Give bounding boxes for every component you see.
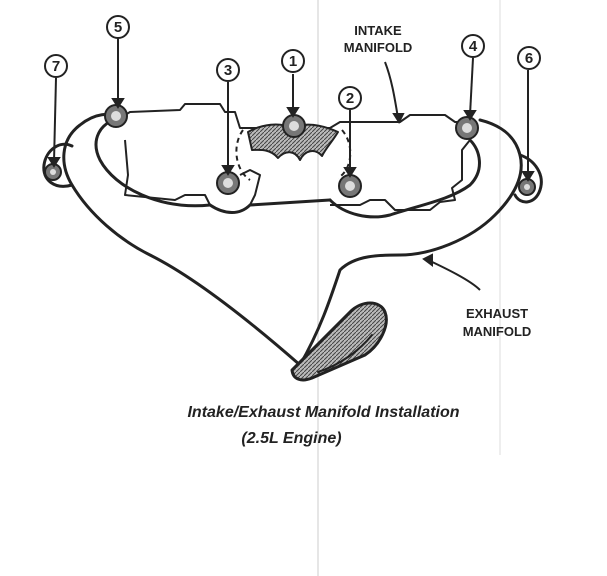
callout-3: 3 [216,58,240,82]
leader-lines [47,38,535,291]
callout-1: 1 [281,49,305,73]
intake-label-line1: INTAKE [354,23,402,38]
exhaust-label-line2: MANIFOLD [463,324,532,339]
callout-6-number: 6 [525,50,533,67]
bolt-2 [338,174,362,198]
callout-5: 5 [106,15,130,39]
callout-5-number: 5 [114,19,122,36]
caption-title: Intake/Exhaust Manifold Installation [187,404,460,421]
intake-label-line2: MANIFOLD [344,40,413,55]
callout-3-number: 3 [224,62,232,79]
callout-2-number: 2 [346,90,354,107]
callout-1-number: 1 [289,53,297,70]
callout-4-number: 4 [469,38,478,55]
bolt-6 [518,178,536,196]
bolt-1 [282,114,306,138]
caption-subtitle: (2.5L Engine) [241,430,342,447]
bolt-4 [455,116,479,140]
bolt-3 [216,171,240,195]
bolt-7 [44,163,62,181]
callout-7-number: 7 [52,58,60,75]
callout-4: 4 [461,34,485,58]
callout-2: 2 [338,86,362,110]
bolt-5 [104,104,128,128]
exhaust-manifold [42,112,543,382]
callout-6: 6 [517,46,541,70]
exhaust-label-line1: EXHAUST [466,306,528,321]
callout-7: 7 [44,54,68,78]
